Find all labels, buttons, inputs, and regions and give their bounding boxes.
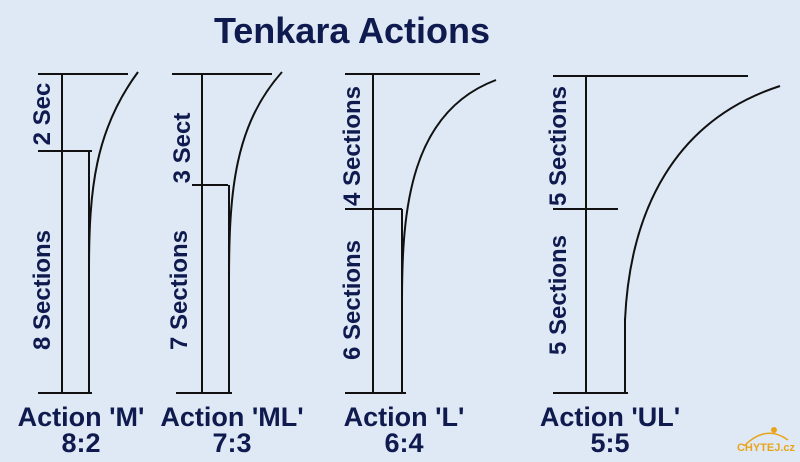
lower-section-label: 7 Sections	[166, 230, 193, 350]
upper-section-label: 3 Sect	[169, 113, 196, 184]
lower-section-label: 5 Sections	[545, 235, 572, 355]
action-name: Action 'UL'	[540, 402, 680, 432]
lower-section-label: 8 Sections	[29, 230, 56, 350]
upper-section-label: 2 Sec	[29, 83, 56, 146]
rod-bend-curve	[401, 79, 497, 393]
action-panel-l: 4 Sections 6 Sections Action 'L' 6:4	[339, 73, 497, 458]
action-ratio: 7:3	[212, 428, 251, 458]
upper-section-label: 5 Sections	[545, 86, 572, 206]
action-panel-ul: 5 Sections 5 Sections Action 'UL' 5:5	[540, 75, 781, 458]
action-name: Action 'ML'	[160, 402, 303, 432]
action-ratio: 6:4	[384, 428, 423, 458]
watermark-text: CHYTEJ.cz	[737, 442, 796, 454]
logo-arc-icon	[743, 432, 789, 447]
diagram-title: Tenkara Actions	[214, 10, 490, 51]
chytej-logo-watermark: CHYTEJ.cz	[737, 427, 796, 454]
action-name: Action 'M'	[18, 402, 145, 432]
action-panel-m: 2 Sec 8 Sections Action 'M' 8:2	[18, 71, 145, 458]
action-name: Action 'L'	[344, 402, 465, 432]
upper-section-label: 4 Sections	[339, 86, 366, 206]
rod-bend-curve	[624, 85, 781, 393]
action-ratio: 5:5	[590, 428, 629, 458]
logo-dot-icon	[771, 427, 777, 433]
action-ratio: 8:2	[61, 428, 100, 458]
lower-section-label: 6 Sections	[339, 240, 366, 360]
rod-bend-curve	[228, 71, 283, 393]
rod-bend-curve	[88, 71, 139, 393]
action-panel-ml: 3 Sect 7 Sections Action 'ML' 7:3	[160, 71, 304, 458]
